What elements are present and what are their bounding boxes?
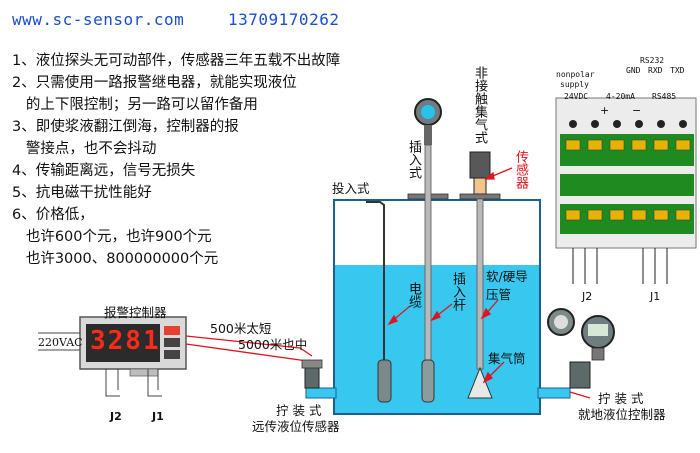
submersible-cable	[366, 201, 385, 360]
label-cable: 电缆	[406, 282, 421, 308]
label-voltage: 220VAC	[38, 336, 83, 349]
submersible-probe	[377, 359, 392, 403]
label-gas-tube: 集气筒	[488, 351, 526, 366]
terminal-txd: TXD	[670, 66, 685, 75]
label-insert-type: 投入式	[332, 181, 370, 196]
terminal-supply: supply	[560, 80, 589, 89]
terminal-nonpolar: nonpolar	[556, 70, 595, 79]
label-controller-j1: J1	[152, 410, 164, 423]
terminal-rxd: RXD	[648, 66, 663, 75]
label-controller-j2: J2	[110, 410, 122, 423]
pressure-pipe	[476, 198, 484, 370]
label-non-contact-gas: 非接触集气式	[472, 66, 487, 144]
terminal-j1: J1	[650, 290, 661, 303]
label-pressure-pipe: 软/硬导压管	[486, 269, 528, 302]
label-remote-screw-type: 拧 装 式	[276, 403, 322, 418]
feature-line-2: 2、只需使用一路报警继电器，就能实现液位	[12, 75, 297, 91]
left-side-pipe	[305, 387, 337, 399]
terminal-4-20ma: 4-20mA	[606, 92, 635, 101]
gas-bell	[467, 366, 493, 399]
label-alarm-controller: 报警控制器	[104, 305, 167, 320]
label-local-screw-type: 拧 装 式	[598, 391, 644, 406]
terminal-plus: +	[600, 104, 610, 117]
plugin-probe	[421, 359, 435, 403]
gas-sensor	[473, 177, 487, 195]
terminal-rs485: RS485	[652, 92, 677, 101]
controller-display: 3281	[90, 326, 161, 356]
feature-line-8: 6、价格低，	[12, 207, 94, 223]
terminal-j2: J2	[582, 290, 593, 303]
feature-line-3: 的上下限控制；另一路可以留作备用	[12, 97, 258, 113]
feature-line-10: 也许3000、800000000个元	[12, 251, 219, 267]
website-url[interactable]: www.sc-sensor.com	[12, 10, 185, 29]
feature-line-4: 3、即使浆液翻江倒海，控制器的报	[12, 119, 239, 135]
plugin-rod	[424, 144, 432, 361]
feature-line-1: 1、液位探头无可动部件，传感器三年五载不出故障	[12, 53, 341, 69]
label-plug-in-type: 插入式	[406, 140, 421, 179]
label-remote-sensor: 远传液位传感器	[252, 419, 340, 434]
feature-line-9: 也许600个元，也许900个元	[12, 229, 212, 245]
label-distance-short: 500米太短	[210, 321, 272, 336]
terminal-rs232: RS232	[640, 56, 665, 65]
tank-water	[335, 265, 539, 413]
phone-number: 13709170262	[228, 10, 340, 29]
terminal-gnd: GND	[626, 66, 641, 75]
terminal-24vdc: 24VDC	[564, 92, 589, 101]
terminal-minus: −	[632, 104, 642, 117]
label-plug-rod: 插入杆	[450, 272, 465, 311]
label-local-controller: 就地液位控制器	[578, 407, 666, 422]
right-side-pipe	[537, 387, 571, 399]
feature-list: 1、液位探头无可动部件，传感器三年五载不出故障 2、只需使用一路报警继电器，就能…	[12, 50, 340, 270]
feature-line-7: 5、抗电磁干扰性能好	[12, 185, 152, 201]
feature-line-5: 警接点，也不会抖动	[12, 141, 157, 157]
label-sensor: 传感器	[513, 150, 528, 189]
feature-line-6: 4、传输距离远，信号无损失	[12, 163, 196, 179]
label-distance-ok: 5000米也中	[238, 337, 308, 352]
